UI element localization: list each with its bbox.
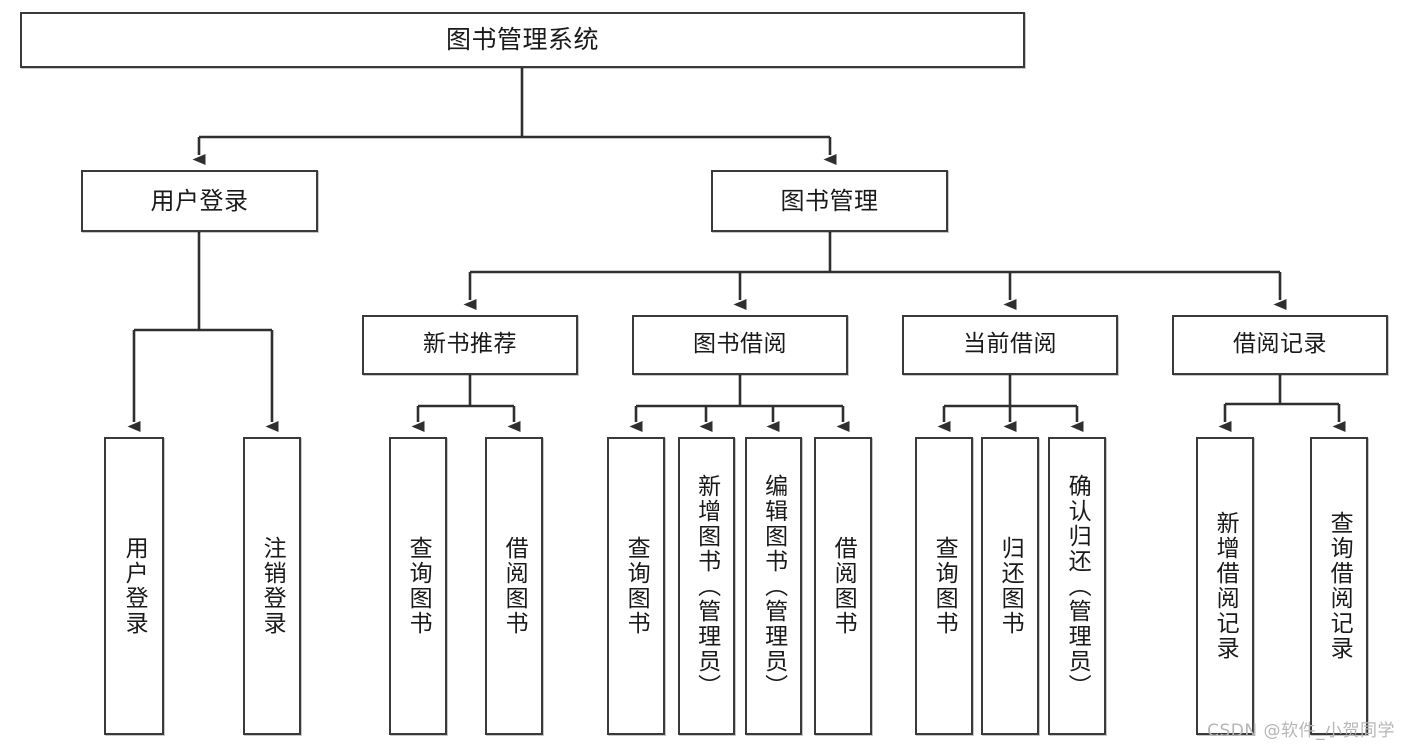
node-level3-0[interactable]: 新书推荐 (362, 315, 578, 375)
node-leaf-12[interactable]: 查询借阅记录 (1310, 437, 1368, 735)
node-leaf-10[interactable]: 确认归还（管理员） (1048, 437, 1106, 735)
node-leaf-6[interactable]: 编辑图书（管理员） (745, 437, 802, 735)
node-level3-1-label: 图书借阅 (693, 331, 787, 358)
node-leaf-11[interactable]: 新增借阅记录 (1196, 437, 1254, 735)
node-level2-1[interactable]: 图书管理 (711, 170, 948, 232)
node-level2-1-label: 图书管理 (780, 186, 879, 215)
node-leaf-9-label: 归还图书 (997, 536, 1024, 636)
node-leaf-5-label: 新增图书（管理员） (693, 473, 720, 699)
node-leaf-7-label: 借阅图书 (830, 536, 857, 636)
node-leaf-3[interactable]: 借阅图书 (485, 437, 543, 735)
node-level2-0-label: 用户登录 (150, 186, 249, 215)
node-leaf-6-label: 编辑图书（管理员） (760, 473, 787, 699)
node-leaf-10-label: 确认归还（管理员） (1064, 473, 1091, 699)
node-leaf-2-label: 查询图书 (405, 536, 432, 636)
node-leaf-4-label: 查询图书 (623, 536, 650, 636)
node-leaf-8-label: 查询图书 (931, 536, 958, 636)
watermark: CSDN @软件_小贺同学 (1207, 721, 1395, 741)
node-level3-3-label: 借阅记录 (1233, 331, 1327, 358)
node-leaf-7[interactable]: 借阅图书 (814, 437, 872, 735)
node-level2-0[interactable]: 用户登录 (81, 170, 318, 232)
node-level3-2[interactable]: 当前借阅 (902, 315, 1118, 375)
node-leaf-5[interactable]: 新增图书（管理员） (678, 437, 735, 735)
node-level3-0-label: 新书推荐 (423, 331, 517, 358)
node-leaf-3-label: 借阅图书 (501, 536, 528, 636)
node-leaf-9[interactable]: 归还图书 (981, 437, 1039, 735)
node-leaf-4[interactable]: 查询图书 (607, 437, 665, 735)
node-leaf-11-label: 新增借阅记录 (1212, 511, 1239, 661)
node-leaf-1-label: 注销登录 (259, 536, 286, 636)
node-level3-2-label: 当前借阅 (963, 331, 1057, 358)
node-root[interactable]: 图书管理系统 (20, 12, 1025, 68)
node-leaf-0-label: 用户登录 (121, 536, 148, 636)
node-leaf-12-label: 查询借阅记录 (1326, 511, 1353, 661)
node-root-label: 图书管理系统 (445, 25, 599, 55)
node-level3-3[interactable]: 借阅记录 (1172, 315, 1388, 375)
node-leaf-0[interactable]: 用户登录 (104, 437, 164, 735)
node-leaf-1[interactable]: 注销登录 (243, 437, 301, 735)
node-leaf-2[interactable]: 查询图书 (389, 437, 447, 735)
node-leaf-8[interactable]: 查询图书 (915, 437, 973, 735)
node-level3-1[interactable]: 图书借阅 (632, 315, 848, 375)
